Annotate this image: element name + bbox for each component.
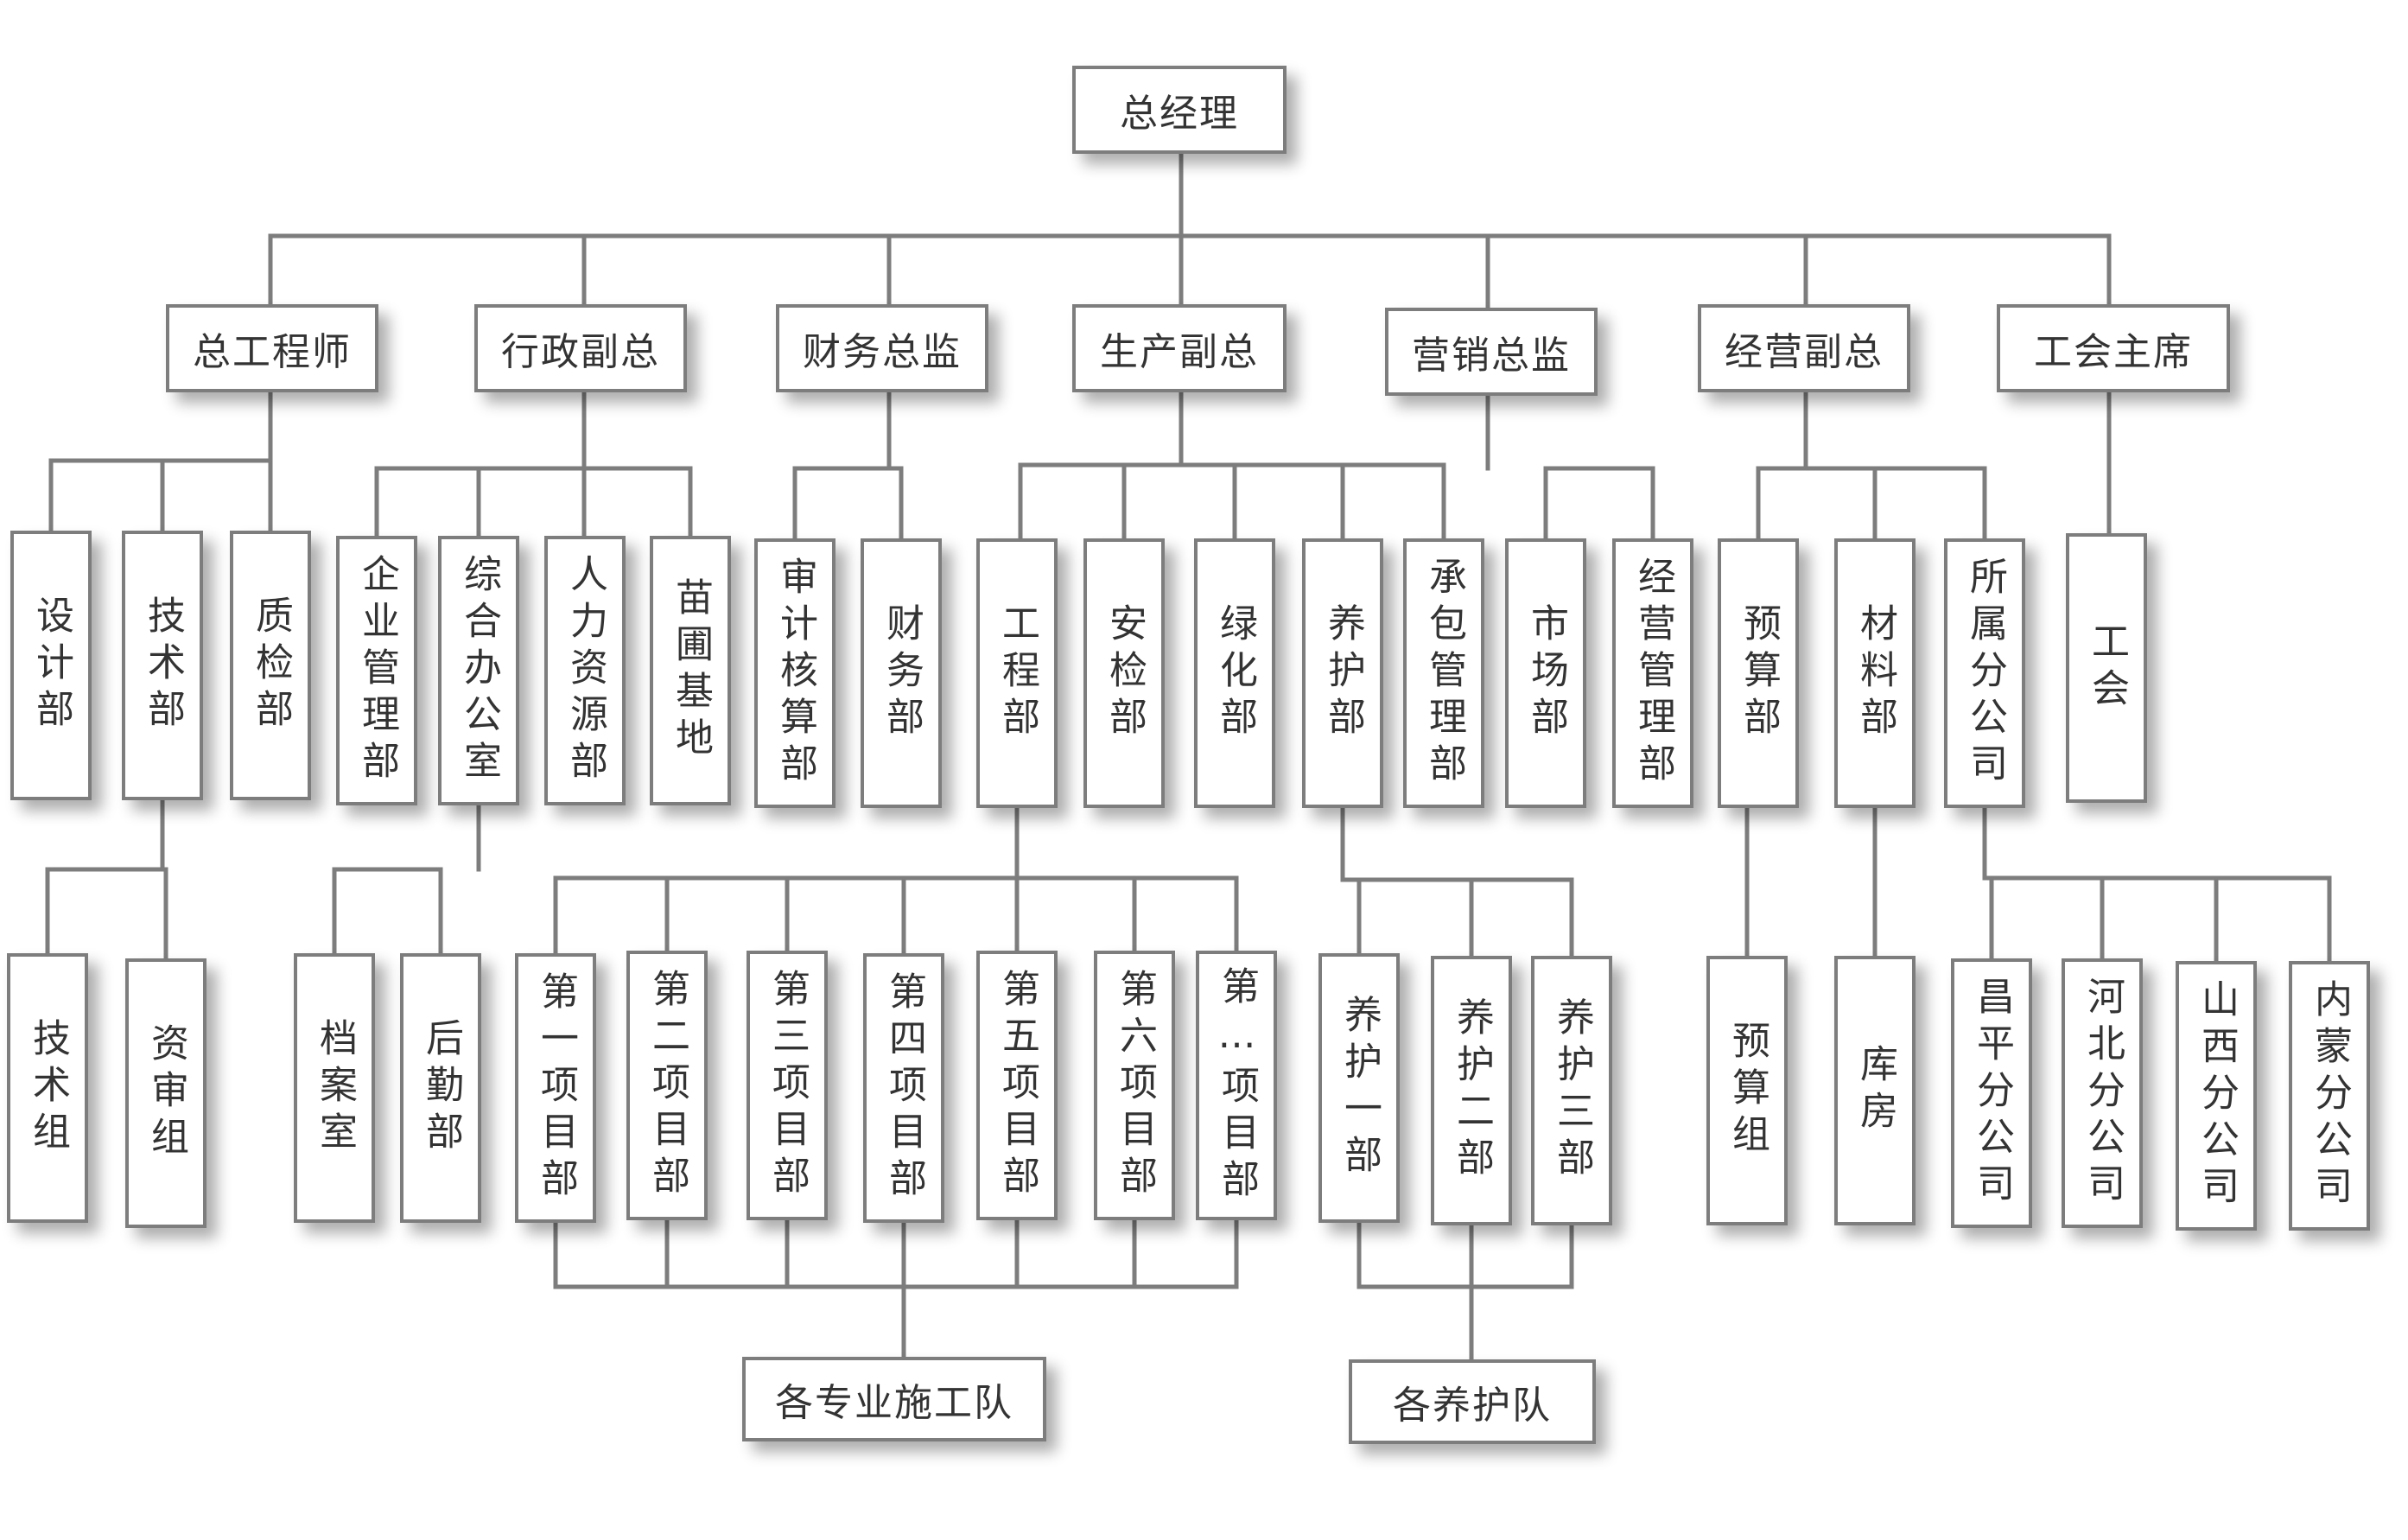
node-marketing-director: 营销总监: [1385, 308, 1598, 396]
node-tech-group: 技术组: [7, 953, 88, 1223]
node-tech-dept: 技术部: [122, 531, 203, 800]
node-project-1: 第一项目部: [515, 953, 596, 1223]
node-finance-dept: 财务部: [861, 538, 942, 808]
node-union: 工会: [2066, 533, 2147, 803]
node-changping-branch: 昌平分公司: [1951, 958, 2032, 1228]
node-greening-dept: 绿化部: [1194, 538, 1275, 808]
node-market-dept: 市场部: [1505, 538, 1586, 808]
node-hr-dept: 人力资源部: [544, 536, 626, 805]
node-construction-teams: 各专业施工队: [742, 1357, 1046, 1441]
node-contracting-dept: 承包管理部: [1403, 538, 1484, 808]
node-branch-companies: 所属分公司: [1944, 538, 2025, 808]
node-maintenance-teams: 各养护队: [1349, 1359, 1596, 1444]
node-project-5: 第五项目部: [976, 951, 1058, 1220]
node-materials-dept: 材料部: [1834, 538, 1916, 808]
node-union-chairman: 工会主席: [1997, 304, 2230, 392]
node-general-office: 综合办公室: [438, 536, 519, 805]
node-project-3: 第三项目部: [747, 951, 828, 1220]
node-project-2: 第二项目部: [626, 951, 708, 1220]
node-enterprise-mgmt-dept: 企业管理部: [336, 536, 417, 805]
node-budget-group: 预算组: [1706, 956, 1788, 1225]
node-general-manager: 总经理: [1072, 66, 1287, 154]
node-business-mgmt-dept: 经营管理部: [1612, 538, 1693, 808]
node-quality-dept: 质检部: [230, 531, 311, 800]
node-chief-engineer: 总工程师: [166, 304, 378, 392]
node-warehouse: 库房: [1834, 956, 1916, 1225]
node-review-group: 资审组: [125, 958, 206, 1228]
node-finance-director: 财务总监: [776, 304, 988, 392]
node-budget-dept: 预算部: [1718, 538, 1799, 808]
node-design-dept: 设计部: [10, 531, 92, 800]
node-neimeng-branch: 内蒙分公司: [2289, 961, 2370, 1231]
node-project-6: 第六项目部: [1094, 951, 1175, 1220]
node-engineering-dept: 工程部: [976, 538, 1058, 808]
node-maintenance-dept: 养护部: [1302, 538, 1383, 808]
node-nursery-base: 苗圃基地: [650, 536, 731, 805]
node-admin-vp: 行政副总: [474, 304, 687, 392]
node-shanxi-branch: 山西分公司: [2176, 961, 2257, 1231]
node-production-vp: 生产副总: [1072, 304, 1287, 392]
node-archives-room: 档案室: [294, 953, 375, 1223]
node-project-4: 第四项目部: [863, 953, 944, 1223]
node-maintenance-2: 养护二部: [1431, 956, 1512, 1225]
node-project-n: 第…项目部: [1196, 951, 1277, 1220]
node-maintenance-3: 养护三部: [1531, 956, 1612, 1225]
node-maintenance-1: 养护一部: [1318, 953, 1400, 1223]
node-audit-dept: 审计核算部: [754, 538, 835, 808]
node-hebei-branch: 河北分公司: [2062, 958, 2143, 1228]
node-business-vp: 经营副总: [1698, 304, 1910, 392]
node-logistics-dept: 后勤部: [400, 953, 481, 1223]
node-safety-dept: 安检部: [1083, 538, 1165, 808]
